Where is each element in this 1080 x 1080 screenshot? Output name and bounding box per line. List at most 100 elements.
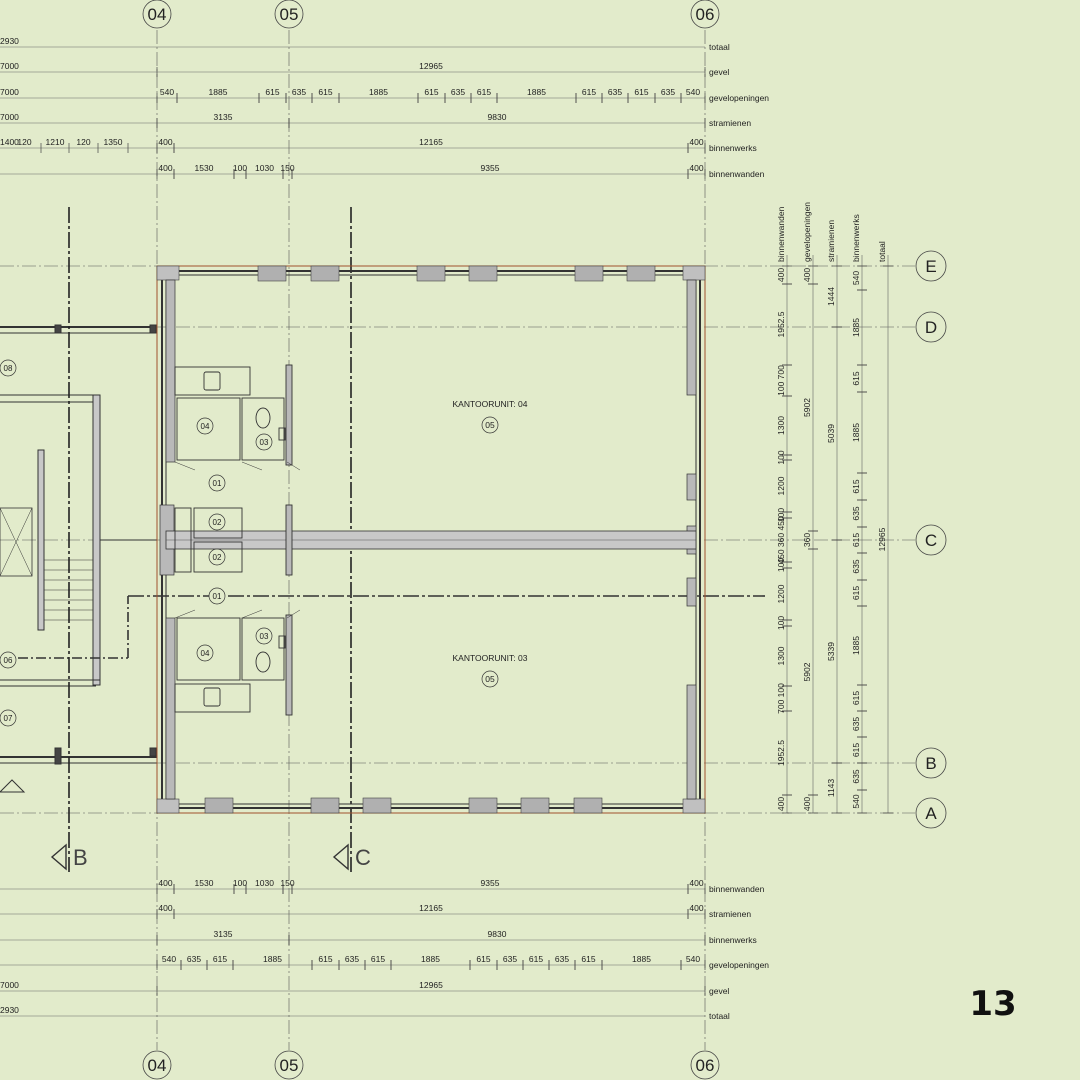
dim-value: 9830 bbox=[488, 112, 507, 122]
grid-bubble-A: A bbox=[915, 797, 947, 829]
svg-text:B: B bbox=[925, 754, 936, 773]
svg-text:B: B bbox=[73, 845, 88, 870]
dim-value: 1885 bbox=[851, 423, 861, 442]
dim-value: 615 bbox=[371, 954, 385, 964]
room-tag: 08 bbox=[0, 359, 17, 377]
dim-partial-value: 7000 bbox=[0, 980, 19, 990]
windows bbox=[204, 265, 656, 814]
dim-value: 615 bbox=[476, 954, 490, 964]
room-tag: 04 bbox=[196, 644, 214, 662]
grid-bubble-D: D bbox=[915, 311, 947, 343]
dim-value: 615 bbox=[634, 87, 648, 97]
dim-value: 1885 bbox=[851, 318, 861, 337]
room-tag: 01 bbox=[208, 587, 226, 605]
dim-value: 100 bbox=[776, 508, 786, 522]
dim-value: 615 bbox=[318, 954, 332, 964]
dim-value: 1952.5 bbox=[776, 311, 786, 337]
dim-chain-label: binnenwerks bbox=[709, 143, 757, 153]
dim-value: 540 bbox=[162, 954, 176, 964]
dim-value: 3135 bbox=[214, 112, 233, 122]
dim-value: 400 bbox=[158, 137, 172, 147]
dim-chain-label: totaal bbox=[709, 42, 730, 52]
dim-value: 400 bbox=[158, 903, 172, 913]
dim-value: 12965 bbox=[419, 980, 443, 990]
dim-value: 615 bbox=[581, 954, 595, 964]
dim-value: 635 bbox=[851, 769, 861, 783]
dim-value: 360 bbox=[802, 533, 812, 547]
room-label-kantoorunit-03: KANTOORUNIT: 03 bbox=[453, 653, 528, 663]
grid-bubble-06-bottom: 06 bbox=[690, 1050, 720, 1080]
dim-value: 635 bbox=[451, 87, 465, 97]
svg-text:04: 04 bbox=[148, 1056, 167, 1075]
dim-value: 540 bbox=[160, 87, 174, 97]
grid-bubble-E: E bbox=[915, 250, 947, 282]
dim-value: 5902 bbox=[802, 398, 812, 417]
dim-value: 1143 bbox=[826, 779, 836, 798]
dim-value: 12165 bbox=[419, 137, 443, 147]
dim-value: 400 bbox=[158, 878, 172, 888]
dim-value: 9355 bbox=[481, 163, 500, 173]
dim-value: 615 bbox=[477, 87, 491, 97]
room-tag: 06 bbox=[0, 651, 17, 669]
dim-value: 1885 bbox=[421, 954, 440, 964]
dim-chain-label: binnenwanden bbox=[709, 169, 765, 179]
dim-value: 150 bbox=[280, 163, 294, 173]
svg-text:06: 06 bbox=[696, 1056, 715, 1075]
svg-text:05: 05 bbox=[280, 1056, 299, 1075]
dim-value: 5339 bbox=[826, 642, 836, 661]
dim-value: 635 bbox=[851, 506, 861, 520]
exterior-walls bbox=[156, 265, 706, 814]
dim-value: 1952.5 bbox=[776, 740, 786, 766]
dim-chain-label: binnenwerks bbox=[851, 214, 861, 262]
dim-value: 400 bbox=[689, 137, 703, 147]
dim-value: 540 bbox=[851, 271, 861, 285]
dim-partial-value: 7000 bbox=[0, 112, 19, 122]
dim-value: 400 bbox=[776, 268, 786, 282]
dim-value: 615 bbox=[213, 954, 227, 964]
dim-value: 12965 bbox=[419, 61, 443, 71]
room-tag: 02 bbox=[208, 548, 226, 566]
section-marker-c: C bbox=[332, 843, 371, 871]
dim-chain-label: gevelopeningen bbox=[709, 960, 769, 970]
room-tag: 07 bbox=[0, 709, 17, 727]
dim-value: 120 bbox=[76, 137, 90, 147]
dim-partial-value: 2930 bbox=[0, 36, 19, 46]
dim-value: 540 bbox=[686, 954, 700, 964]
dim-value: 615 bbox=[851, 479, 861, 493]
dim-partial-value: 1400 bbox=[0, 137, 19, 147]
dim-value: 615 bbox=[582, 87, 596, 97]
dim-value: 615 bbox=[318, 87, 332, 97]
dim-value: 635 bbox=[187, 954, 201, 964]
dim-value: 540 bbox=[851, 794, 861, 808]
room-tag: 03 bbox=[255, 627, 273, 645]
dim-value: 1885 bbox=[851, 636, 861, 655]
svg-text:04: 04 bbox=[201, 422, 210, 431]
section-marker-b: B bbox=[50, 843, 88, 871]
dim-value: 1885 bbox=[527, 87, 546, 97]
svg-text:A: A bbox=[925, 804, 937, 823]
dim-value: 5039 bbox=[826, 424, 836, 443]
dim-value: 615 bbox=[529, 954, 543, 964]
right-stramienen: stramienen 1444 5039 5339 1143 bbox=[826, 220, 842, 814]
svg-text:D: D bbox=[925, 318, 937, 337]
dim-value: 1444 bbox=[826, 287, 836, 306]
grid-bubble-05-top: 05 bbox=[274, 0, 304, 29]
dim-chain-label: totaal bbox=[709, 1011, 730, 1021]
svg-text:01: 01 bbox=[213, 479, 222, 488]
dim-value: 150 bbox=[280, 878, 294, 888]
svg-text:02: 02 bbox=[213, 518, 222, 527]
dim-value: 635 bbox=[292, 87, 306, 97]
svg-text:05: 05 bbox=[280, 5, 299, 24]
svg-text:07: 07 bbox=[4, 714, 13, 723]
dim-chain-label: stramienen bbox=[826, 220, 836, 262]
grid-bubble-04-bottom: 04 bbox=[142, 1050, 172, 1080]
dim-value: 1030 bbox=[255, 878, 274, 888]
